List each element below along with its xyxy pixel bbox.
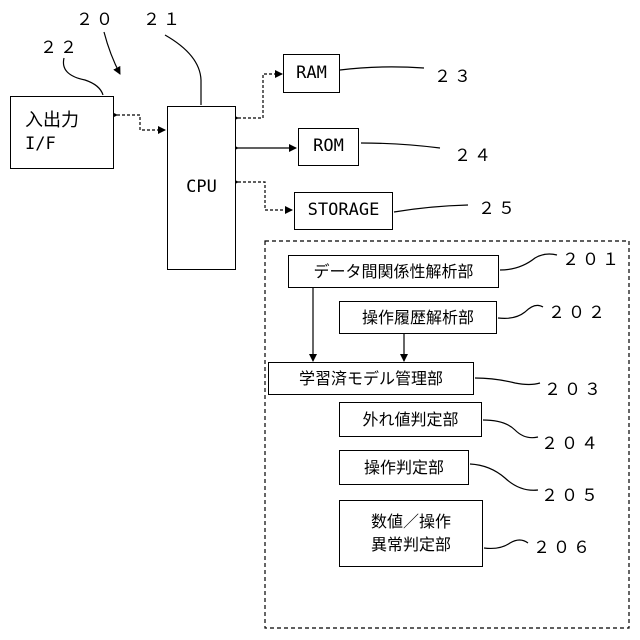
io-cpu-link — [117, 115, 165, 130]
leader-202 — [498, 305, 543, 318]
cpu-ram-link — [238, 74, 282, 118]
leader-205 — [470, 464, 538, 490]
ref-22: ２２ — [40, 33, 80, 58]
cpu-block: CPU — [167, 106, 236, 270]
rom-block: ROM — [298, 128, 359, 166]
leader-23 — [340, 67, 424, 70]
storage-block: STORAGE — [294, 192, 393, 230]
cpu-storage-link — [238, 182, 292, 210]
module-203-trained-model-management: 学習済モデル管理部 — [268, 362, 474, 395]
leader-201 — [500, 254, 557, 270]
leader-24 — [361, 143, 440, 148]
rom-label: ROM — [313, 136, 344, 157]
ref-202: ２０２ — [548, 298, 608, 323]
io-interface-block: 入出力 I/F — [10, 96, 114, 169]
module-202-operation-history-analysis: 操作履歴解析部 — [339, 301, 497, 334]
module-201-label: データ間関係性解析部 — [313, 262, 473, 282]
ref-21: ２１ — [143, 5, 183, 30]
ref-201: ２０１ — [562, 245, 622, 270]
leader-21 — [165, 35, 201, 105]
leader-203 — [475, 378, 540, 385]
module-206-numeric-operation-anomaly-judgment: 数値／操作 異常判定部 — [339, 500, 483, 567]
module-204-label: 外れ値判定部 — [362, 410, 458, 430]
ref-24: ２４ — [454, 141, 494, 166]
ref-205: ２０５ — [541, 481, 601, 506]
module-201-data-relation-analysis: データ間関係性解析部 — [288, 255, 499, 288]
ref-203: ２０３ — [544, 375, 604, 400]
module-205-operation-judgment: 操作判定部 — [339, 450, 469, 485]
io-label: 入出力 — [25, 109, 79, 133]
ref-20: ２０ — [76, 5, 116, 30]
leader-22 — [63, 58, 103, 95]
leader-20 — [104, 32, 120, 74]
module-202-label: 操作履歴解析部 — [362, 308, 474, 328]
module-206-label-line2: 異常判定部 — [371, 534, 451, 556]
leader-25 — [394, 205, 468, 212]
module-206-label-line1: 数値／操作 — [371, 511, 451, 533]
ref-25: ２５ — [478, 194, 518, 219]
leader-204 — [483, 420, 538, 438]
ref-206: ２０６ — [533, 533, 593, 558]
ref-204: ２０４ — [541, 429, 601, 454]
module-205-label: 操作判定部 — [364, 458, 444, 478]
leader-206 — [484, 540, 528, 548]
io-label-if: I/F — [25, 133, 56, 156]
module-204-outlier-judgment: 外れ値判定部 — [339, 402, 482, 437]
ram-label: RAM — [296, 63, 327, 84]
ref-23: ２３ — [434, 62, 474, 87]
storage-label: STORAGE — [308, 200, 380, 221]
module-203-label: 学習済モデル管理部 — [299, 369, 443, 389]
ram-block: RAM — [283, 54, 340, 93]
cpu-label: CPU — [186, 177, 217, 198]
